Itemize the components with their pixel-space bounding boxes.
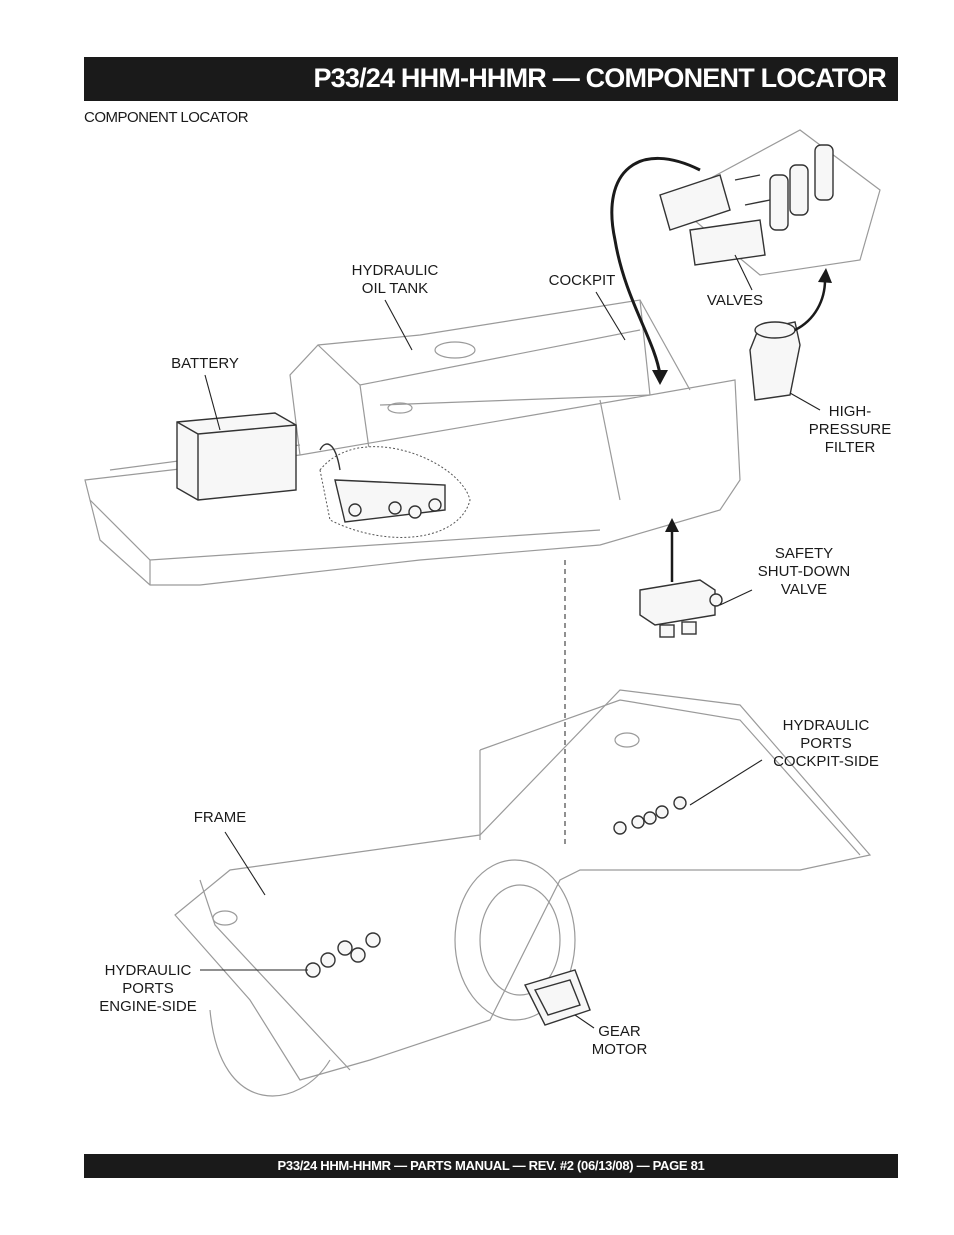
callout-line: SHUT-DOWN bbox=[757, 563, 851, 580]
callout-line: HIGH- bbox=[828, 403, 872, 420]
callout-line: SAFETY bbox=[774, 545, 834, 562]
callout-hydraulic-oil-tank: HYDRAULIC OIL TANK bbox=[335, 262, 455, 298]
battery-box bbox=[176, 412, 297, 501]
page-title: P33/24 HHM-HHMR — COMPONENT LOCATOR bbox=[313, 63, 886, 93]
callout-hydraulic-ports-engine-side: HYDRAULIC PORTS ENGINE-SIDE bbox=[88, 962, 208, 1016]
high-pressure-filter-part bbox=[749, 268, 832, 401]
page-header-bar: P33/24 HHM-HHMR — COMPONENT LOCATOR bbox=[84, 57, 898, 101]
callout-line: HYDRAULIC bbox=[782, 717, 870, 734]
callout-line: VALVES bbox=[706, 292, 764, 309]
callout-line: MOTOR bbox=[591, 1041, 648, 1058]
frame-outline bbox=[174, 689, 872, 1097]
callout-line: FILTER bbox=[824, 439, 876, 456]
tank-manifold bbox=[319, 443, 471, 538]
section-heading: COMPONENT LOCATOR bbox=[84, 109, 249, 126]
callout-leaders bbox=[200, 254, 821, 1029]
callout-cockpit: COCKPIT bbox=[537, 272, 627, 290]
callout-gear-motor: GEAR MOTOR bbox=[582, 1023, 657, 1059]
callout-battery: BATTERY bbox=[160, 355, 250, 373]
valves-assembly bbox=[659, 129, 881, 276]
callout-line: OIL TANK bbox=[361, 280, 429, 297]
ports-cockpit-side-part bbox=[613, 796, 687, 835]
callout-line: ENGINE-SIDE bbox=[99, 998, 197, 1015]
callout-valves: VALVES bbox=[695, 292, 775, 310]
callout-line: FRAME bbox=[193, 809, 247, 826]
callout-high-pressure-filter: HIGH- PRESSURE FILTER bbox=[800, 403, 900, 457]
callout-line: HYDRAULIC bbox=[104, 962, 192, 979]
page-footer-text: P33/24 HHM-HHMR — PARTS MANUAL — REV. #2… bbox=[277, 1158, 705, 1173]
callout-line: PORTS bbox=[800, 735, 852, 752]
ports-engine-side-part bbox=[305, 932, 381, 978]
callout-frame: FRAME bbox=[180, 809, 260, 827]
callout-line: COCKPIT-SIDE bbox=[773, 753, 879, 770]
callout-hydraulic-ports-cockpit-side: HYDRAULIC PORTS COCKPIT-SIDE bbox=[766, 717, 886, 771]
gear-motor-part bbox=[524, 969, 591, 1026]
callout-line: PORTS bbox=[122, 980, 174, 997]
callout-line: BATTERY bbox=[171, 355, 239, 372]
safety-shutdown-valve-part bbox=[639, 518, 723, 638]
callout-line: COCKPIT bbox=[548, 272, 616, 289]
page-footer-bar: P33/24 HHM-HHMR — PARTS MANUAL — REV. #2… bbox=[84, 1154, 898, 1178]
callout-line: VALVE bbox=[780, 581, 828, 598]
callout-safety-shutdown-valve: SAFETY SHUT-DOWN VALVE bbox=[745, 545, 863, 599]
callout-line: PRESSURE bbox=[808, 421, 892, 438]
callout-line: GEAR bbox=[598, 1023, 641, 1040]
callout-line: HYDRAULIC bbox=[351, 262, 439, 279]
